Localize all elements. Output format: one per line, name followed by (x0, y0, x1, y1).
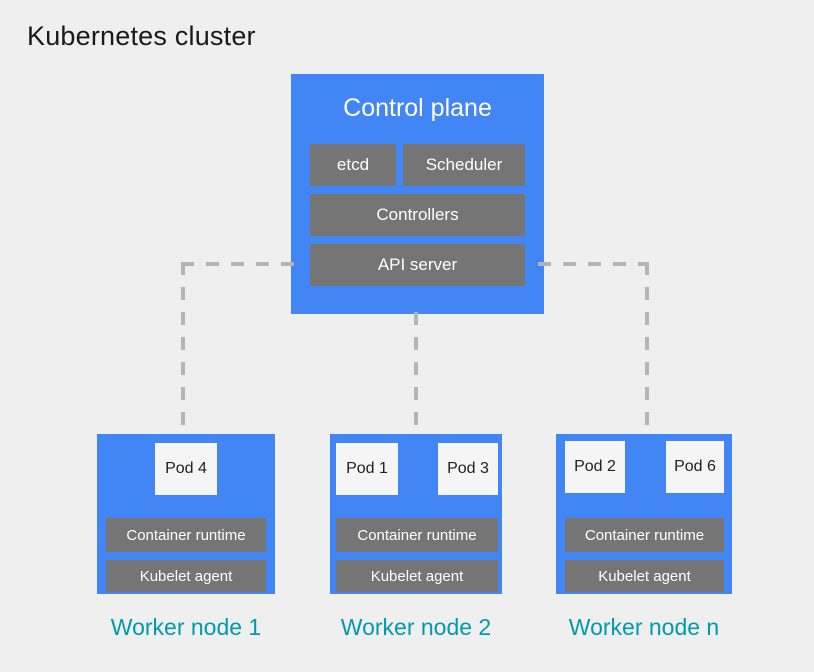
connector-api-server-to-worker-node-n-vertical (645, 262, 649, 437)
pod-box: Pod 6 (666, 441, 724, 493)
container-runtime-bar: Container runtime (565, 518, 724, 552)
pod-box: Pod 4 (155, 443, 217, 495)
pod-box: Pod 3 (438, 443, 498, 495)
worker-node-2-box: Pod 1 Pod 3 Container runtime Kubelet ag… (330, 434, 502, 594)
control-plane-title: Control plane (343, 94, 492, 122)
kubelet-agent-bar: Kubelet agent (106, 560, 266, 592)
control-plane-component-etcd: etcd (310, 144, 396, 186)
worker-node-n-label: Worker node n (568, 614, 720, 640)
worker-node-1-box: Pod 4 Container runtime Kubelet agent (97, 434, 275, 594)
container-runtime-bar: Container runtime (336, 518, 498, 552)
container-runtime-bar: Container runtime (106, 518, 266, 552)
connector-control-plane-to-worker-node-2 (414, 312, 418, 437)
worker-node-n-box: Pod 2 Pod 6 Container runtime Kubelet ag… (556, 434, 732, 594)
worker-node-1-label: Worker node 1 (110, 614, 262, 640)
connector-api-server-to-worker-node-1-horizontal (181, 262, 296, 266)
control-plane-component-scheduler: Scheduler (403, 144, 525, 186)
worker-node-2-label: Worker node 2 (340, 614, 492, 640)
pod-box: Pod 2 (565, 441, 625, 493)
control-plane-component-controllers: Controllers (310, 194, 525, 236)
control-plane-component-api-server: API server (310, 244, 525, 286)
connector-api-server-to-worker-node-1-vertical (181, 262, 185, 437)
kubelet-agent-bar: Kubelet agent (336, 560, 498, 592)
kubelet-agent-bar: Kubelet agent (565, 560, 724, 592)
control-plane-box: Control plane etcd Scheduler Controllers… (291, 74, 544, 314)
pod-box: Pod 1 (336, 443, 398, 495)
connector-api-server-to-worker-node-n-horizontal (538, 262, 649, 266)
page-title: Kubernetes cluster (27, 21, 256, 51)
